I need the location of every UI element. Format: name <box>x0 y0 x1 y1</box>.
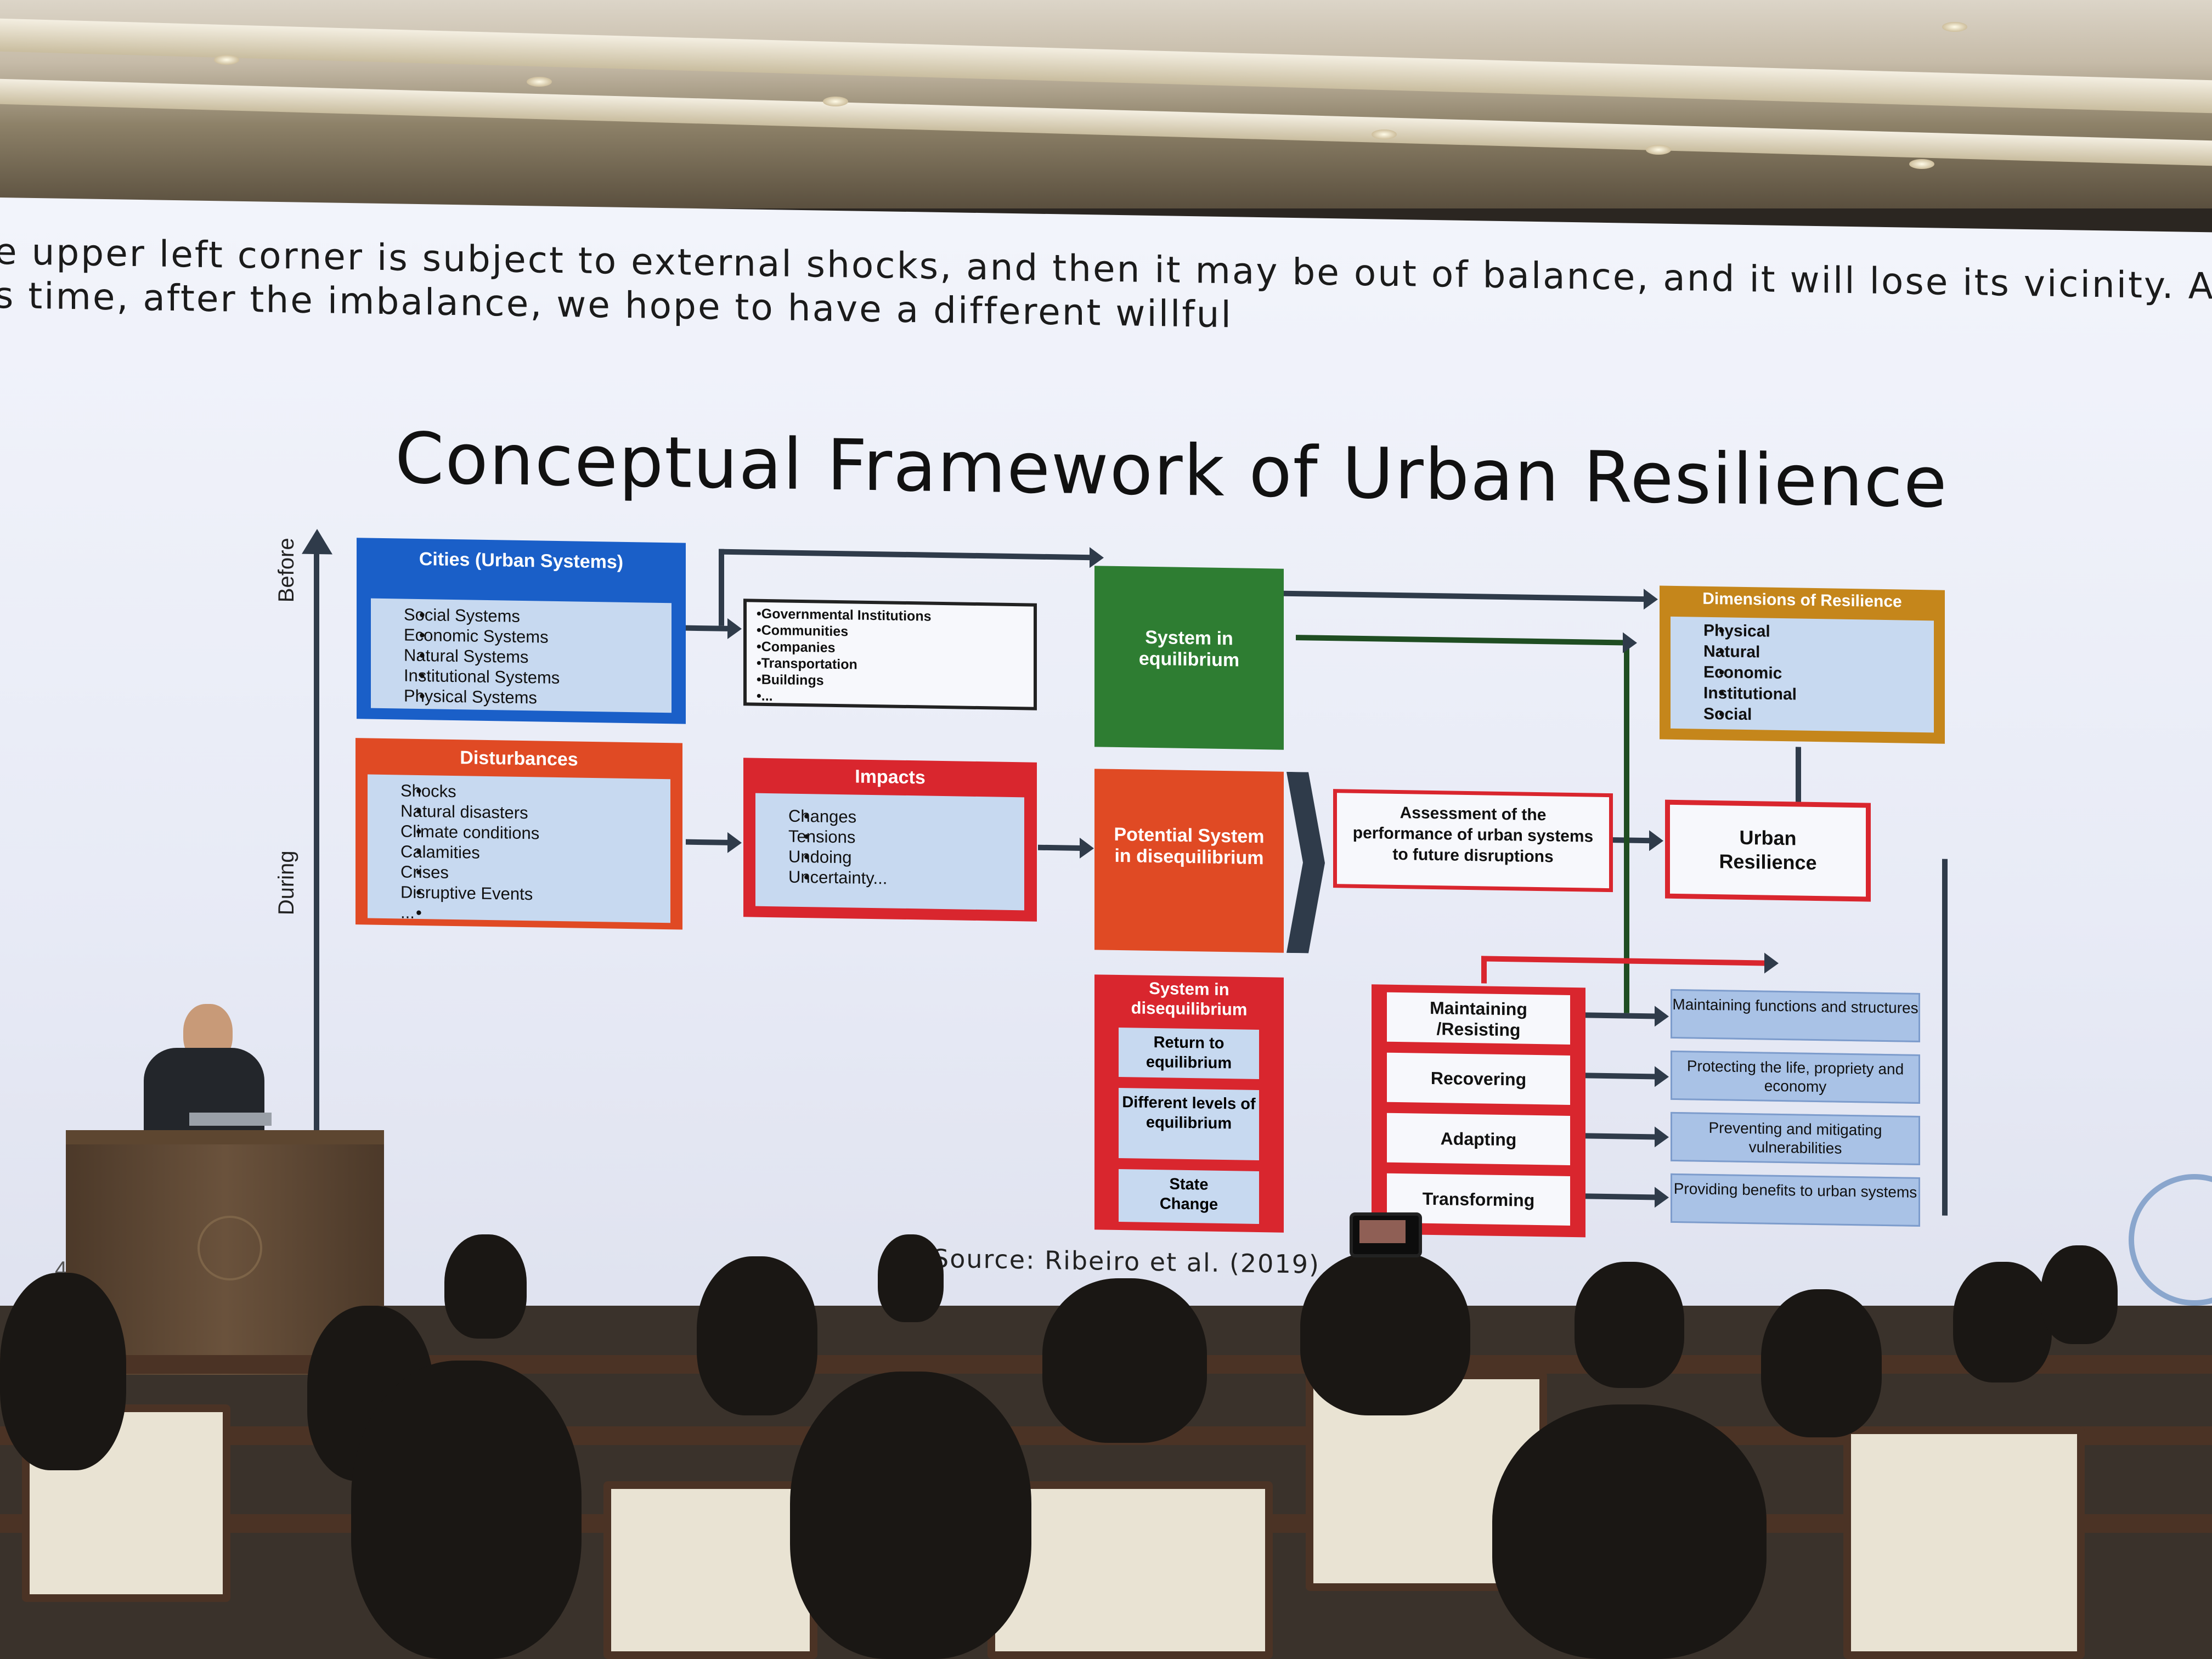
impacts-list-panel: Changes Tensions Undoing Uncertainty... <box>755 793 1024 911</box>
arrow-connector <box>1796 747 1801 802</box>
audience-member <box>790 1372 1031 1659</box>
state-change: State Change <box>1119 1169 1259 1224</box>
arrow-connector <box>686 625 730 631</box>
outcome-maintaining: Maintaining functions and structures <box>1671 989 1920 1042</box>
urban-resilience-box: Urban Resilience <box>1665 799 1871 902</box>
different-levels: Different levels of equilibrium <box>1119 1088 1259 1161</box>
ceiling-light <box>823 97 848 106</box>
chair <box>603 1481 817 1659</box>
list-item: Uncertainty... <box>788 867 1024 891</box>
slide-title: Conceptual Framework of Urban Resilience <box>395 417 1948 524</box>
arrow-connector <box>1624 640 1629 1013</box>
chair <box>1843 1426 2085 1659</box>
cities-title: Cities (Urban Systems) <box>419 548 624 573</box>
arrow-connector <box>719 549 1092 561</box>
axis-label-during: During <box>274 850 298 916</box>
audience-member <box>1953 1262 2052 1383</box>
audience-member <box>1042 1278 1207 1443</box>
ceiling-light <box>1942 22 1967 32</box>
disequilibrium-title: System in disequilibrium <box>1131 978 1248 1019</box>
audience-member <box>351 1361 582 1659</box>
disturbances-box: Disturbances Shocks Natural disasters Cl… <box>356 738 682 930</box>
arrow-connector <box>1585 1073 1657 1080</box>
ceiling <box>0 0 2212 208</box>
arrow-connector <box>1613 837 1651 844</box>
phone <box>1350 1212 1422 1257</box>
arrow-connector <box>1585 1193 1657 1200</box>
entities-list: •Governmental Institutions •Communities … <box>747 602 1034 708</box>
arrow-connector <box>1038 844 1082 851</box>
list-item: Institutional <box>1703 683 1934 708</box>
arrow-connector <box>719 549 724 626</box>
audience-member <box>1300 1251 1470 1415</box>
impacts-box: Impacts Changes Tensions Undoing Uncerta… <box>743 758 1037 922</box>
ceiling-light <box>527 77 552 87</box>
outcome-preventing: Preventing and mitigating vulnerabilitie… <box>1671 1111 1920 1165</box>
disequilibrium-box: System in disequilibrium Return to equil… <box>1094 974 1284 1233</box>
audience-member <box>878 1234 944 1322</box>
assessment-box: Assessment of the performance of urban s… <box>1333 789 1613 893</box>
dimensions-box: Dimensions of Resilience Physical Natura… <box>1660 585 1945 744</box>
urban-resilience-label: Urban Resilience <box>1719 826 1817 874</box>
chevron-right-icon <box>1286 771 1325 953</box>
capacity-maintaining: Maintaining /Resisting <box>1387 992 1570 1045</box>
impacts-list: Changes Tensions Undoing Uncertainty... <box>755 793 1024 891</box>
potential-disequilibrium-box: Potential System in disequilibrium <box>1094 769 1284 953</box>
list-item: Economic <box>1703 662 1934 687</box>
list-item: ... <box>400 902 670 927</box>
potential-label: Potential System in disequilibrium <box>1114 823 1265 869</box>
outcome-providing: Providing benefits to urban systems <box>1671 1173 1920 1227</box>
audience-member <box>1575 1262 1684 1388</box>
list-item: Physical Systems <box>404 686 672 710</box>
disturbances-list-panel: Shocks Natural disasters Climate conditi… <box>368 774 670 923</box>
ceiling-light <box>1909 159 1934 169</box>
arrow-connector <box>1942 859 1948 1216</box>
capacity-recovering: Recovering <box>1387 1052 1570 1105</box>
capacity-adapting: Adapting <box>1387 1113 1570 1165</box>
cities-list: Social Systems Economic Systems Natural … <box>371 599 672 710</box>
ceiling-light <box>1372 129 1397 139</box>
capacities-box: Maintaining /Resisting Recovering Adapti… <box>1372 984 1585 1238</box>
entities-box: •Governmental Institutions •Communities … <box>743 599 1037 710</box>
slide-source: Source: Ribeiro et al. (2019) <box>933 1243 1320 1279</box>
bracket-chevron <box>1286 771 1325 953</box>
audience-member <box>1761 1289 1882 1437</box>
arrow-connector <box>1585 1133 1657 1140</box>
audience-member <box>697 1256 817 1415</box>
cities-box: Cities (Urban Systems) Social Systems Ec… <box>357 538 686 724</box>
ceiling-light <box>214 55 239 65</box>
audience-member <box>0 1273 126 1470</box>
return-to-equilibrium: Return to equilibrium <box>1119 1028 1259 1080</box>
audience-member <box>2041 1245 2118 1344</box>
arrow-connector <box>1284 590 1646 602</box>
list-item: Natural <box>1703 641 1934 666</box>
disturbances-list: Shocks Natural disasters Climate conditi… <box>368 775 670 927</box>
cities-list-panel: Social Systems Economic Systems Natural … <box>371 598 672 713</box>
podium-emblem <box>198 1216 262 1280</box>
list-item: Social <box>1703 704 1934 729</box>
arrow-connector <box>686 839 730 845</box>
arrow-connector <box>1296 635 1625 646</box>
arrow-connector <box>1585 1012 1657 1019</box>
disturbances-title: Disturbances <box>460 747 578 770</box>
audience-member <box>1492 1404 1767 1659</box>
arrow-connector <box>1481 956 1487 984</box>
dimensions-list: Physical Natural Economic Institutional … <box>1671 617 1934 729</box>
dimensions-list-panel: Physical Natural Economic Institutional … <box>1671 616 1934 733</box>
ceiling-light <box>1646 145 1671 155</box>
phone-screen <box>1359 1220 1406 1243</box>
equilibrium-box: System in equilibrium <box>1094 566 1284 750</box>
audience-member <box>444 1234 527 1339</box>
axis-label-before: Before <box>274 537 298 603</box>
outcome-protecting: Protecting the life, propriety and econo… <box>1671 1050 1920 1104</box>
list-item: Physical <box>1703 620 1934 645</box>
laptop <box>189 1113 272 1126</box>
impacts-title: Impacts <box>855 766 926 788</box>
projection-screen: e upper left corner is subject to extern… <box>0 198 2212 1363</box>
assessment-label: Assessment of the performance of urban s… <box>1352 804 1594 866</box>
equilibrium-label: System in equilibrium <box>1138 627 1240 671</box>
dimensions-title: Dimensions of Resilience <box>1702 589 1902 611</box>
